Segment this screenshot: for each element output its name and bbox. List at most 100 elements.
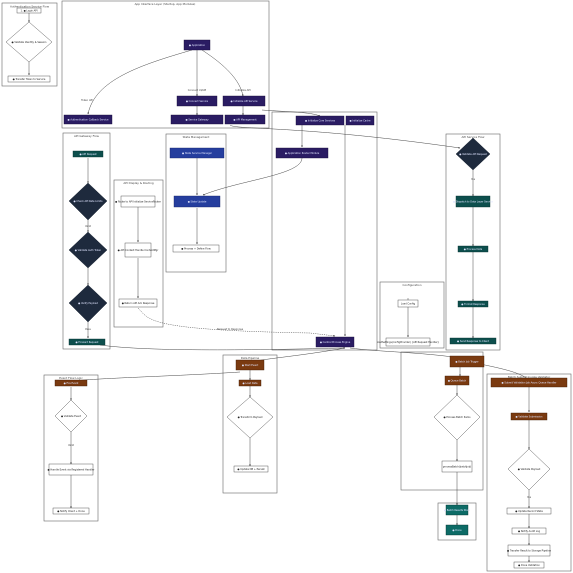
- node-service-gateway[interactable]: ● Service Gateway: [170, 114, 224, 125]
- svg-text:● Update Record State: ● Update Record State: [515, 510, 543, 513]
- node-app-router[interactable]: ● Application Router Module: [275, 147, 329, 159]
- cluster-ui-display: API Display & Routing: [113, 179, 164, 328]
- node-load-config[interactable]: Load Config: [397, 299, 419, 308]
- node-validate-auth-token[interactable]: ● Validate Auth Token: [68, 231, 108, 269]
- node-validate-submission[interactable]: ● Validate Submission: [510, 412, 548, 421]
- svg-text:● State Update: ● State Update: [188, 201, 207, 204]
- node-validate-event[interactable]: ● Validate Event: [54, 399, 88, 433]
- node-done-validation[interactable]: ● Done Validation: [513, 561, 545, 569]
- svg-text:● Process Batch Items: ● Process Batch Items: [444, 416, 472, 419]
- node-state-service[interactable]: ● State Service Manager: [169, 147, 225, 159]
- node-check-rate-limits[interactable]: ● Check API Rate Limits: [68, 182, 108, 221]
- node-load-settings[interactable]: loadSettings(configProvider) {API Reques…: [377, 337, 440, 347]
- svg-text:● Update DB + Persist: ● Update DB + Persist: [237, 468, 264, 471]
- svg-text:processBatch(batchJob): processBatch(batchJob): [443, 466, 471, 469]
- node-validate-identity[interactable]: ● Validate Identity & Session: [5, 21, 53, 63]
- node-validate-api-request[interactable]: ● Validate API Request: [455, 137, 491, 171]
- node-validate-payload[interactable]: ● Validate Payload: [507, 448, 551, 491]
- node-auth-callback[interactable]: ● Authentication Callback Service: [63, 114, 113, 125]
- edge-top-left: [87, 49, 193, 115]
- cluster-ui-display-title: API Display & Routing: [123, 181, 154, 185]
- edge-label-center: Connect UI/API: [188, 88, 207, 92]
- cluster-configuration: Configuration: [379, 281, 445, 349]
- node-process-data[interactable]: ● Process Data: [457, 245, 489, 253]
- svg-text:● Validate Auth Token: ● Validate Auth Token: [75, 249, 102, 252]
- svg-text:● Application Router Module: ● Application Router Module: [285, 152, 320, 155]
- svg-text:● Initialize API Service: ● Initialize API Service: [231, 100, 259, 103]
- svg-text:● Verify Payload: ● Verify Payload: [78, 302, 98, 305]
- svg-text:1. ● Login API: 1. ● Login API: [21, 10, 38, 13]
- svg-text:● Application: ● Application: [189, 44, 206, 47]
- svg-text:● Submit Validation Job Async: ● Submit Validation Job Async Queue Hand…: [501, 382, 556, 385]
- node-state-update[interactable]: ● State Update: [173, 195, 221, 208]
- node-send-response[interactable]: ● Send Response to Client: [449, 337, 497, 345]
- cluster-state-management: State Management: [165, 133, 227, 273]
- svg-text:● API Context Handle ContextMg: ● API Context Handle ContextMgr: [118, 249, 159, 252]
- node-submit-validation[interactable]: ● Submit Validation Job Async Queue Hand…: [490, 377, 568, 388]
- svg-text:● State Service Manager: ● State Service Manager: [182, 152, 212, 155]
- node-initialize-api[interactable]: ● Initialize API Service: [222, 95, 266, 107]
- svg-text:● Process + Define Flow: ● Process + Define Flow: [181, 248, 211, 251]
- cluster-event-flow-title: Event Flow Logic: [59, 376, 83, 380]
- cluster-api-gateway-title: API Gateway Flow: [74, 134, 100, 138]
- node-start-event[interactable]: ● Start Event: [235, 359, 265, 371]
- cluster-api-service-title: API Service Flow: [462, 135, 486, 139]
- node-process-batch-fn[interactable]: processBatch(batchJob): [441, 460, 473, 473]
- cluster-center: [271, 111, 378, 351]
- node-handle-event[interactable]: ● Handle Event via Registered Handler: [48, 463, 95, 476]
- node-return-ack[interactable]: ● Return API Ack Response: [118, 298, 158, 308]
- node-load-data[interactable]: ● Load Data: [238, 379, 262, 387]
- node-batch-trigger[interactable]: ● Batch Job Trigger: [449, 355, 485, 368]
- cluster-api-service: API Service Flow: [445, 133, 501, 351]
- node-application[interactable]: ● Application: [183, 39, 211, 51]
- node-api-management[interactable]: ● API Management: [224, 114, 266, 125]
- svg-text:● Batch Job Trigger: ● Batch Job Trigger: [455, 361, 478, 364]
- node-fire-event[interactable]: ● Fire Event: [54, 379, 88, 387]
- cluster-auth-title: Authentication Service Flow: [10, 5, 50, 9]
- edge-label-left: Token API: [81, 98, 93, 102]
- node-dispatch-data-layer[interactable]: ● Dispatch to Data Layer Service: [453, 195, 494, 208]
- svg-text:● Notify Audit Log: ● Notify Audit Log: [518, 530, 540, 533]
- edge-label-yes3: Yes: [471, 177, 476, 181]
- svg-text:● Check API Rate Limits: ● Check API Rate Limits: [74, 200, 104, 203]
- cluster-data-pipeline-title: Data Pipeline: [241, 356, 260, 360]
- node-batch-done[interactable]: ● Done: [445, 524, 469, 536]
- node-notify-audit[interactable]: ● Notify Audit Log: [511, 527, 547, 535]
- cluster-auth-service: Authentication Service Flow: [1, 2, 58, 87]
- node-verify-payload[interactable]: ● Verify Payload: [68, 284, 108, 323]
- svg-text:● Handle Event via Registered: ● Handle Event via Registered Handler: [48, 469, 95, 472]
- node-transfer-result[interactable]: ● Transfer Result to Storage Pipeline: [507, 544, 552, 557]
- node-update-record[interactable]: ● Update Record State: [506, 507, 552, 515]
- node-central-engine[interactable]: ● Central Process Engine: [315, 336, 355, 348]
- node-api-context[interactable]: ● API Context Handle ContextMgr: [118, 242, 159, 258]
- node-process-define-flow[interactable]: ● Process + Define Flow: [172, 244, 220, 253]
- node-transfer-token[interactable]: ● Transfer Token to Service: [7, 75, 51, 83]
- svg-text:● Validate Event: ● Validate Event: [61, 415, 81, 418]
- svg-text:● Notify Client + Done: ● Notify Client + Done: [57, 510, 85, 513]
- node-format-response[interactable]: ● Format Response: [457, 300, 489, 308]
- node-batch-results[interactable]: ● Batch Results Store: [444, 504, 471, 516]
- svg-text:● Transfer Token to Service: ● Transfer Token to Service: [13, 78, 46, 81]
- node-notify-client[interactable]: ● Notify Client + Done: [52, 507, 90, 515]
- node-update-db[interactable]: ● Update DB + Persist: [233, 465, 269, 473]
- edge-label-dashed: Request to Response: [217, 327, 244, 331]
- svg-text:● Done: ● Done: [452, 529, 462, 532]
- node-route-initialize[interactable]: ● Route to API Initialize ServiceRouter: [115, 195, 161, 208]
- node-api-request[interactable]: ● API Request: [72, 150, 104, 158]
- node-forward-request[interactable]: ● Forward Request: [68, 338, 106, 346]
- svg-text:● Queue Batch: ● Queue Batch: [448, 380, 467, 383]
- svg-text:● Load Data: ● Load Data: [242, 382, 258, 385]
- edge-label-right: Initialize API: [235, 88, 250, 92]
- node-transform-payload[interactable]: ● Transform Payload: [226, 396, 274, 439]
- node-init-core-services[interactable]: ● Initialize Core Services: [295, 115, 345, 126]
- node-init-cache[interactable]: ● Initialize Cache: [345, 115, 375, 126]
- svg-text:● Batch Results Store: ● Batch Results Store: [444, 509, 471, 512]
- node-queue-batch[interactable]: ● Queue Batch: [444, 375, 470, 386]
- node-process-batch-items[interactable]: ● Process Batch Items: [433, 394, 481, 441]
- node-login-api[interactable]: 1. ● Login API: [16, 7, 42, 14]
- node-connect-service[interactable]: ● Connect Service: [176, 95, 218, 107]
- svg-text:● API Management: ● API Management: [233, 119, 256, 122]
- svg-text:● Forward Request: ● Forward Request: [76, 341, 99, 344]
- svg-text:● Done Validation: ● Done Validation: [518, 564, 540, 567]
- svg-text:● Initialize Cache: ● Initialize Cache: [349, 120, 371, 123]
